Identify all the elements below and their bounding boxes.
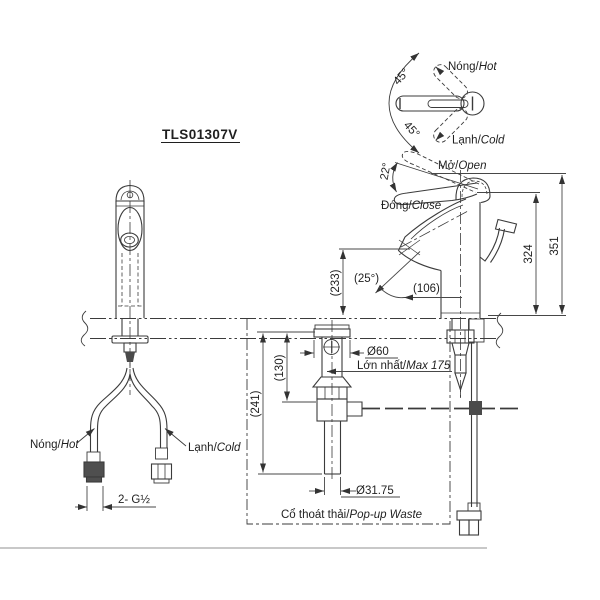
popup-waste-label: Cổ thoát thải/Pop-up Waste <box>281 509 422 521</box>
top-view-hot-label: Nóng/Hot <box>448 61 497 73</box>
dim-130: (130) <box>274 354 286 381</box>
spout-outline <box>397 198 467 272</box>
dim-241: (241) <box>250 390 262 417</box>
dim-max-175: Lớn nhất/Max 175 <box>357 360 451 372</box>
product-code: TLS01307V <box>161 127 240 144</box>
product-code-label: TLS01307V <box>162 127 238 142</box>
dim-106: (106) <box>413 283 440 295</box>
lift-rod-knob <box>479 218 518 263</box>
angle-45-upper: 45° <box>391 67 412 88</box>
top-view-cold-label: Lạnh/Cold <box>452 135 505 147</box>
popup-waste-boundary <box>246 319 451 525</box>
supply-hoses <box>83 367 173 484</box>
dim-351: 351 <box>549 236 561 255</box>
dim-flange-diameter: Ø60 <box>367 346 389 358</box>
thread-dimension <box>75 486 156 511</box>
break-symbol-right <box>495 312 504 349</box>
side-view-dimensions <box>339 173 566 316</box>
dim-pipe-diameter: Ø31.75 <box>356 485 394 497</box>
break-symbol-left <box>80 310 89 347</box>
side-view-shank <box>446 319 475 397</box>
angle-45-lower: 45° <box>401 120 422 141</box>
lift-rod <box>456 318 485 536</box>
rod-clamp <box>469 401 482 415</box>
front-view-shank <box>111 318 149 368</box>
handle-open-position <box>401 151 480 193</box>
front-view-hot-label: Nóng/Hot <box>30 439 79 451</box>
rotation-arc <box>388 52 420 154</box>
handle-cold-position <box>433 108 468 143</box>
front-view-cold-label: Lạnh/Cold <box>188 442 241 454</box>
dim-25deg: (25°) <box>354 273 379 285</box>
handle-closed <box>393 182 478 206</box>
figure-popup-waste <box>246 319 451 525</box>
dim-324: 324 <box>523 244 535 264</box>
figure-handle-top-view <box>388 52 485 154</box>
dim-233: (233) <box>330 269 342 296</box>
countertop-lines <box>80 310 504 349</box>
figure-faucet-front-view <box>75 180 187 511</box>
figure-faucet-side-view <box>362 151 518 536</box>
dim-22deg: 22° <box>379 162 394 181</box>
close-label: Đóng/Close <box>381 200 441 212</box>
handle-hot-position <box>433 64 468 99</box>
open-label: Mở/Open <box>438 160 486 172</box>
dim-thread: 2- G½ <box>118 494 150 506</box>
popup-dimensions <box>257 331 452 498</box>
